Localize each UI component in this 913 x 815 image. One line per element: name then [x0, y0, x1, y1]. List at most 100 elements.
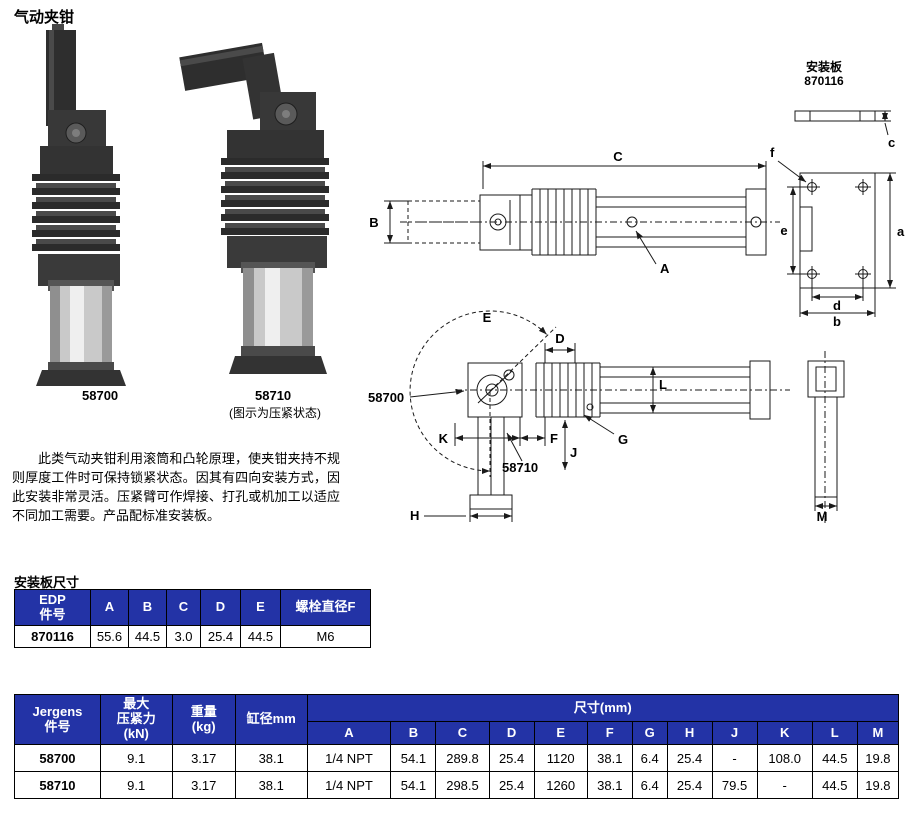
mount-header-edp-line2: 件号: [39, 606, 66, 622]
mount-cell-C: 3.0: [166, 625, 201, 648]
mount-table: EDP 件号 A B C D E 螺栓直径F 870116 55.6 44.5 …: [14, 589, 371, 648]
mount-cell-A: 55.6: [90, 625, 129, 648]
spec-cell-D: 25.4: [488, 771, 535, 799]
spec-cell-C: 298.5: [435, 771, 490, 799]
spec-header-dim-M: M: [856, 721, 900, 745]
model-label-58710: 58710: [502, 460, 538, 475]
product-photo-58700: [32, 24, 126, 386]
plate-number: 870116: [804, 74, 844, 88]
dim-label-B: B: [369, 215, 378, 230]
spec-row-58710: 58710 9.1 3.17 38.1 1/4 NPT 54.1 298.5 2…: [14, 771, 900, 799]
spec-cell-A: 1/4 NPT: [306, 744, 392, 772]
photo-caption: (图示为压紧状态): [229, 406, 321, 420]
spec-cell-bore: 38.1: [234, 744, 308, 772]
plate-title: 安装板: [806, 59, 843, 74]
mount-header-B: B: [128, 589, 167, 626]
spec-cell-G: 6.4: [631, 744, 668, 772]
spec-header-bore: 缸径mm: [234, 694, 308, 745]
mount-header-D: D: [200, 589, 241, 626]
spec-cell-part: 58700: [14, 744, 101, 772]
spec-cell-G: 6.4: [631, 771, 668, 799]
spec-cell-F: 38.1: [586, 771, 633, 799]
spec-header-dim-E: E: [533, 721, 588, 745]
dim-label-K: K: [439, 431, 449, 446]
technical-drawing-top: C B A 安装板 870116 c f: [369, 59, 905, 329]
spec-cell-K: -: [756, 771, 813, 799]
spec-cell-B: 54.1: [390, 771, 437, 799]
spec-header-dim-L: L: [811, 721, 858, 745]
dim-label-L: L: [659, 377, 667, 392]
page-title: 气动夹钳: [14, 9, 75, 26]
product-photo-58710: [179, 42, 329, 374]
dim-label-C: C: [613, 149, 623, 164]
spec-cell-D: 25.4: [488, 744, 535, 772]
spec-header-dim-J: J: [711, 721, 758, 745]
spec-cell-force: 9.1: [99, 771, 173, 799]
spec-header-dim-G: G: [631, 721, 668, 745]
mount-cell-part: 870116: [14, 625, 91, 648]
photo-label-58710: 58710: [255, 388, 292, 403]
spec-cell-part: 58710: [14, 771, 101, 799]
spec-header-part: Jergens 件号: [14, 694, 101, 745]
spec-header-weight-line2: (kg): [191, 718, 216, 734]
mount-header-C: C: [166, 589, 201, 626]
dim-label-b: b: [833, 314, 841, 329]
mount-cell-bolt: M6: [280, 625, 371, 648]
spec-header-part-line1: Jergens: [32, 703, 83, 719]
mount-header-edp-line1: EDP: [39, 591, 66, 607]
spec-cell-weight: 3.17: [171, 771, 236, 799]
spec-cell-J: 79.5: [711, 771, 758, 799]
spec-header-force-line2: 压紧力: [116, 711, 156, 727]
spec-cell-A: 1/4 NPT: [306, 771, 392, 799]
dim-label-e: e: [780, 223, 787, 238]
spec-cell-bore: 38.1: [234, 771, 308, 799]
mount-header-A: A: [90, 589, 129, 626]
dim-label-c: c: [888, 135, 895, 150]
spec-header-dim-F: F: [586, 721, 633, 745]
spec-row-58700: 58700 9.1 3.17 38.1 1/4 NPT 54.1 289.8 2…: [14, 744, 900, 772]
spec-table-header-row1: Jergens 件号 最大 压紧力 (kN) 重量 (kg) 缸径mm 尺寸(m…: [14, 694, 900, 745]
spec-header-dim-K: K: [756, 721, 813, 745]
spec-cell-F: 38.1: [586, 744, 633, 772]
dim-label-M: M: [817, 509, 828, 524]
mount-header-E: E: [240, 589, 281, 626]
mount-cell-B: 44.5: [128, 625, 167, 648]
dim-label-G: G: [618, 432, 628, 447]
dim-label-E: E: [483, 310, 492, 325]
mount-cell-D: 25.4: [200, 625, 241, 648]
spec-table: Jergens 件号 最大 压紧力 (kN) 重量 (kg) 缸径mm 尺寸(m…: [14, 694, 900, 799]
spec-cell-H: 25.4: [666, 744, 713, 772]
spec-header-dim-H: H: [666, 721, 713, 745]
technical-drawing-bottom: E D L: [368, 310, 845, 525]
dim-label-D: D: [555, 331, 564, 346]
spec-header-force: 最大 压紧力 (kN): [99, 694, 173, 745]
dim-label-a: a: [897, 224, 905, 239]
spec-cell-M: 19.8: [856, 744, 900, 772]
spec-header-dim-D: D: [488, 721, 535, 745]
spec-cell-E: 1260: [533, 771, 588, 799]
spec-cell-B: 54.1: [390, 744, 437, 772]
spec-cell-force: 9.1: [99, 744, 173, 772]
spec-header-weight-line1: 重量: [190, 703, 217, 719]
dim-label-f: f: [770, 145, 775, 160]
spec-header-force-line3: (kN): [123, 725, 149, 741]
spec-header-weight: 重量 (kg): [171, 694, 236, 745]
spec-table-header-row2: A B C D E F G H J K L M: [15, 721, 900, 745]
spec-cell-K: 108.0: [756, 744, 813, 772]
dim-label-J: J: [570, 445, 577, 460]
spec-header-dims: 尺寸(mm): [306, 694, 900, 722]
spec-cell-L: 44.5: [811, 771, 858, 799]
spec-cell-weight: 3.17: [171, 744, 236, 772]
mount-table-header-row: EDP 件号 A B C D E 螺栓直径F: [14, 589, 371, 626]
dim-label-F: F: [550, 431, 558, 446]
dim-label-H: H: [410, 508, 419, 523]
mount-header-bolt: 螺栓直径F: [280, 589, 371, 626]
mount-cell-E: 44.5: [240, 625, 281, 648]
spec-cell-H: 25.4: [666, 771, 713, 799]
spec-cell-L: 44.5: [811, 744, 858, 772]
spec-header-dim-B: B: [390, 721, 437, 745]
spec-cell-J: -: [711, 744, 758, 772]
dim-label-A: A: [660, 261, 670, 276]
spec-header-part-line2: 件号: [44, 718, 71, 734]
